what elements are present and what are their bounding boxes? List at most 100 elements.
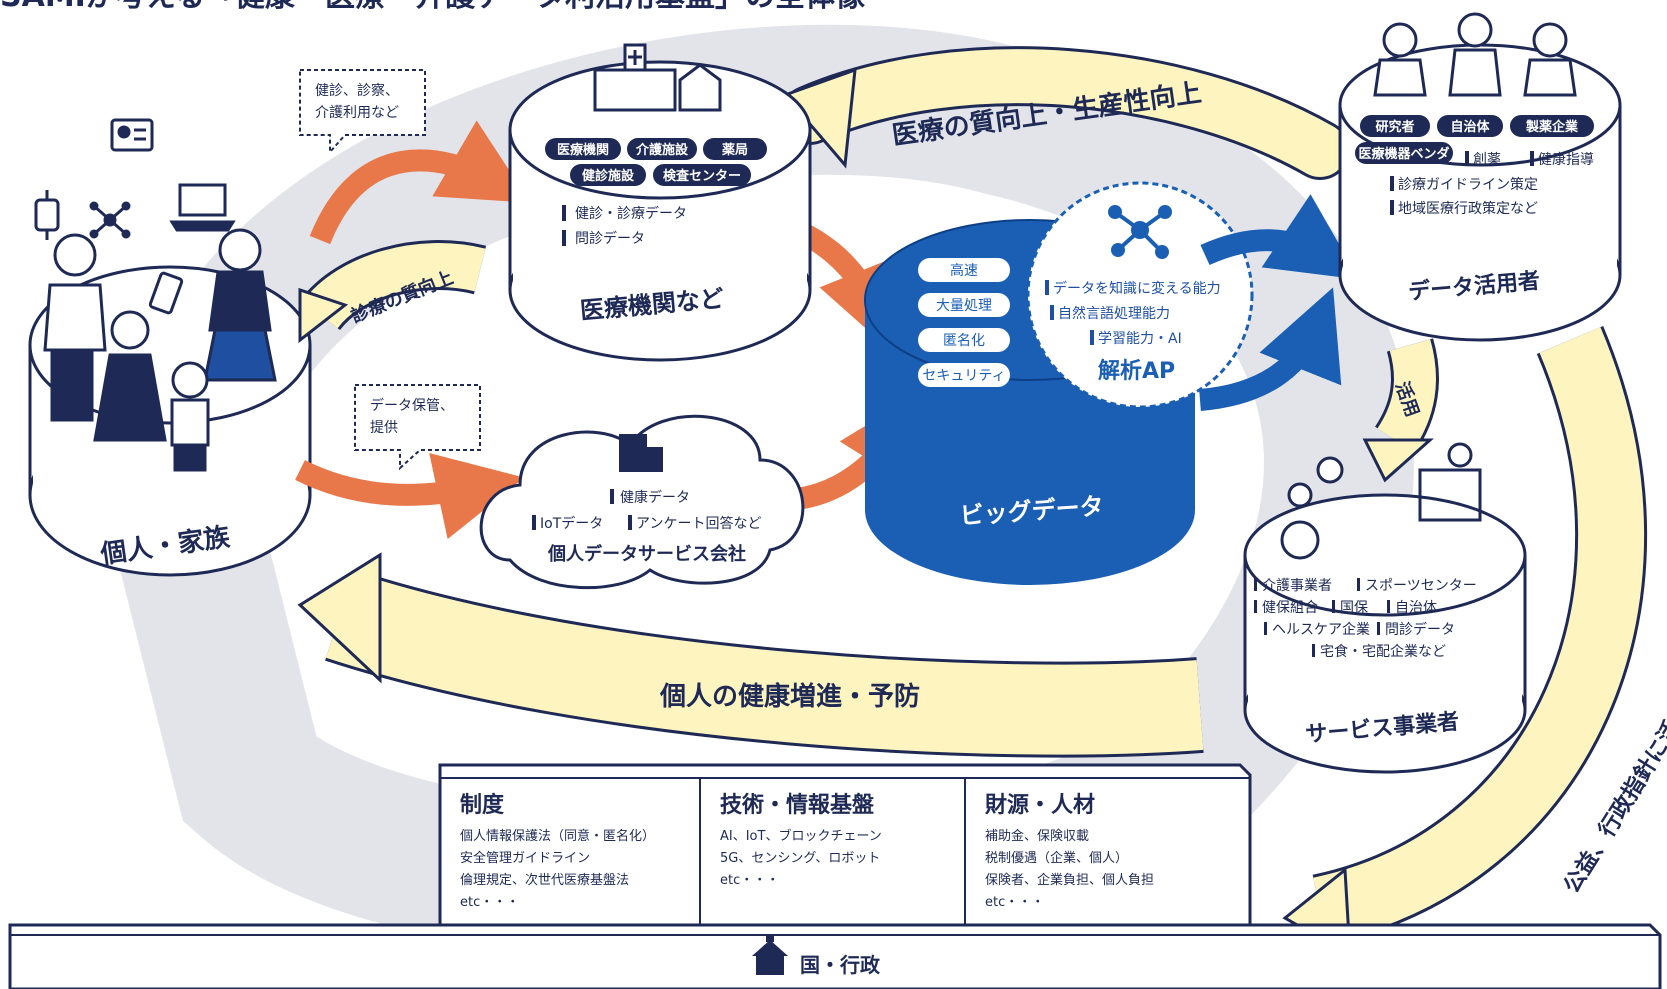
foundation-line-0-1: 安全管理ガイドライン	[460, 850, 590, 866]
providers-item-4: 自治体	[1395, 600, 1437, 616]
personal-service-item-1: IoTデータ	[540, 515, 603, 532]
foundation-line-1-0: AI、IoT、ブロックチェーン	[720, 828, 882, 844]
blue-flow-arrows	[1198, 194, 1360, 411]
svg-text:大量処理: 大量処理	[936, 298, 992, 314]
bigdata-feature-2: 匿名化	[918, 328, 1010, 352]
checkup-bubble-line-1: 健診、診察、	[315, 82, 399, 99]
foundation-line-1-1: 5G、センシング、ロボット	[720, 851, 880, 866]
foundation-column-1: 技術・情報基盤 AI、IoT、ブロックチェーン 5G、センシング、ロボット etc・・…	[720, 792, 882, 888]
smartwatch-icon	[34, 190, 60, 240]
arrow-bigdata-to-users	[1200, 194, 1360, 280]
foundation-line-0-0: 個人情報保護法（同意・匿名化）	[460, 828, 655, 844]
bigdata-feature-3: セキュリティ	[918, 363, 1010, 387]
arrow-individual-to-personal-service	[295, 453, 525, 540]
medical-tag-3: 健診施設	[570, 164, 646, 186]
storage-speech-bubble: データ保管、提供	[354, 384, 481, 471]
diagram-title: SAMIが考える「健康・医療・介護データ利活用基盤」の全体像	[0, 0, 865, 14]
care-quality-arrow: 診療の質向上	[298, 240, 487, 344]
caregiver-runner-illustration	[1280, 442, 1482, 560]
medical-tag-4: 検査センター	[653, 164, 751, 186]
service-providers-node: 介護事業者 スポーツセンター 健保組合 国保 自治体 ヘルスケア企業 問診データ…	[1243, 442, 1527, 774]
capability-2: 学習能力・AI	[1098, 331, 1182, 347]
users-tag-2: 製薬企業	[1510, 115, 1594, 137]
providers-item-1: スポーツセンター	[1365, 578, 1477, 594]
foundation-line-2-2: 保険者、企業負担、個人負担	[985, 872, 1154, 888]
personal-service-item-2: アンケート回答など	[636, 515, 761, 532]
foundation-line-1-2: etc・・・	[720, 873, 779, 888]
svg-text:自治体: 自治体	[1450, 119, 1490, 135]
checkup-speech-bubble: 健診、診察、介護利用など	[299, 69, 426, 155]
health-promotion-label: 個人の健康増進・予防	[659, 681, 920, 712]
medical-tag-2: 薬局	[703, 138, 767, 160]
svg-text:医療機関: 医療機関	[557, 142, 609, 158]
users-tag-3: 医療機器ベンダ	[1355, 142, 1453, 164]
network-nodes-icon	[1108, 205, 1172, 259]
providers-item-5: ヘルスケア企業	[1272, 621, 1370, 638]
bigdata-feature-1: 大量処理	[918, 293, 1010, 317]
government-base: 国・行政	[8, 923, 1662, 989]
professionals-illustration	[1373, 12, 1577, 97]
storage-bubble-line-1: データ保管、	[370, 397, 454, 414]
svg-text:医療機器ベンダ: 医療機器ベンダ	[1358, 146, 1449, 162]
personal-service-item-0: 健康データ	[620, 489, 690, 506]
government-label: 国・行政	[800, 953, 881, 977]
providers-item-0: 介護事業者	[1262, 578, 1332, 594]
smartphone-icon	[148, 271, 184, 315]
providers-item-2: 健保組合	[1262, 600, 1318, 616]
data-users-node: 研究者自治体製薬企業医療機器ベンダ 創薬 健康指導 診療ガイドライン策定 地域医…	[1338, 12, 1622, 342]
providers-item-7: 宅食・宅配企業など	[1320, 643, 1446, 660]
storage-bubble-line-2: 提供	[370, 420, 398, 436]
foundation-box	[438, 763, 1252, 927]
arrow-bigdata-to-providers	[1198, 287, 1342, 411]
users-item-3: 地域医療行政策定など	[1398, 200, 1538, 217]
users-tag-0: 研究者	[1360, 115, 1430, 137]
providers-item-6: 問診データ	[1385, 621, 1455, 638]
medical-tag-0: 医療機関	[545, 138, 621, 160]
government-building-icon	[752, 934, 788, 975]
users-item-0: 創薬	[1473, 152, 1501, 168]
foundation-line-0-3: etc・・・	[460, 895, 519, 910]
foundation-line-2-0: 補助金、保険収載	[985, 828, 1089, 844]
family-figures	[43, 228, 277, 472]
medical-institutions-node: 医療機関介護施設薬局健診施設検査センター 健診・診療データ 問診データ 医療機関…	[508, 43, 812, 362]
foundation-line-0-2: 倫理規定、次世代医療基盤法	[460, 872, 629, 888]
personal-data-service-node: 健康データ IoTデータ アンケート回答など 個人データサービス会社	[479, 414, 805, 590]
medical-tag-1: 介護施設	[627, 138, 697, 160]
svg-text:健診施設: 健診施設	[582, 168, 635, 184]
id-card-icon	[110, 118, 154, 152]
medical-item-0: 健診・診療データ	[575, 205, 687, 222]
network-icon	[89, 201, 131, 239]
svg-text:データ保管、提供: データ保管、提供	[370, 397, 454, 436]
svg-text:薬局: 薬局	[721, 142, 748, 158]
bigdata-feature-0: 高速	[918, 258, 1010, 282]
checkup-bubble-line-2: 介護利用など	[315, 105, 399, 121]
svg-text:匿名化: 匿名化	[943, 333, 985, 349]
medical-item-1: 問診データ	[575, 230, 645, 247]
svg-text:製薬企業: 製薬企業	[1525, 119, 1579, 135]
capability-0: データを知識に変える能力	[1053, 280, 1221, 297]
quality-productivity-arrow: 医療の質向上・生産性向上	[780, 46, 1350, 180]
use-arrow: 活用	[1362, 338, 1439, 483]
office-building-icon	[619, 434, 663, 472]
hospital-icon	[593, 43, 677, 112]
svg-text:高速: 高速	[950, 262, 978, 279]
users-tag-1: 自治体	[1437, 115, 1503, 137]
foundation-line-2-1: 税制優遇（企業、個人）	[985, 850, 1128, 866]
arrow-individual-to-medical	[309, 120, 531, 245]
analysis-ap-label: 解析AP	[1098, 358, 1175, 384]
foundation-title-1: 技術・情報基盤	[720, 792, 875, 818]
laptop-icon	[169, 183, 236, 232]
capability-1: 自然言語処理能力	[1058, 305, 1170, 322]
health-promotion-arrow: 個人の健康増進・予防	[297, 552, 1204, 758]
foundation-title-2: 財源・人材	[985, 793, 1095, 818]
users-item-2: 診療ガイドライン策定	[1398, 176, 1538, 193]
svg-text:介護施設: 介護施設	[635, 142, 689, 158]
care-facility-icon	[678, 63, 722, 112]
providers-item-3: 国保	[1340, 600, 1368, 616]
personal-data-service-label: 個人データサービス会社	[547, 543, 746, 565]
foundation-line-2-3: etc・・・	[985, 895, 1044, 910]
svg-text:セキュリティ: セキュリティ	[922, 368, 1005, 384]
svg-text:検査センター: 検査センター	[663, 168, 741, 184]
